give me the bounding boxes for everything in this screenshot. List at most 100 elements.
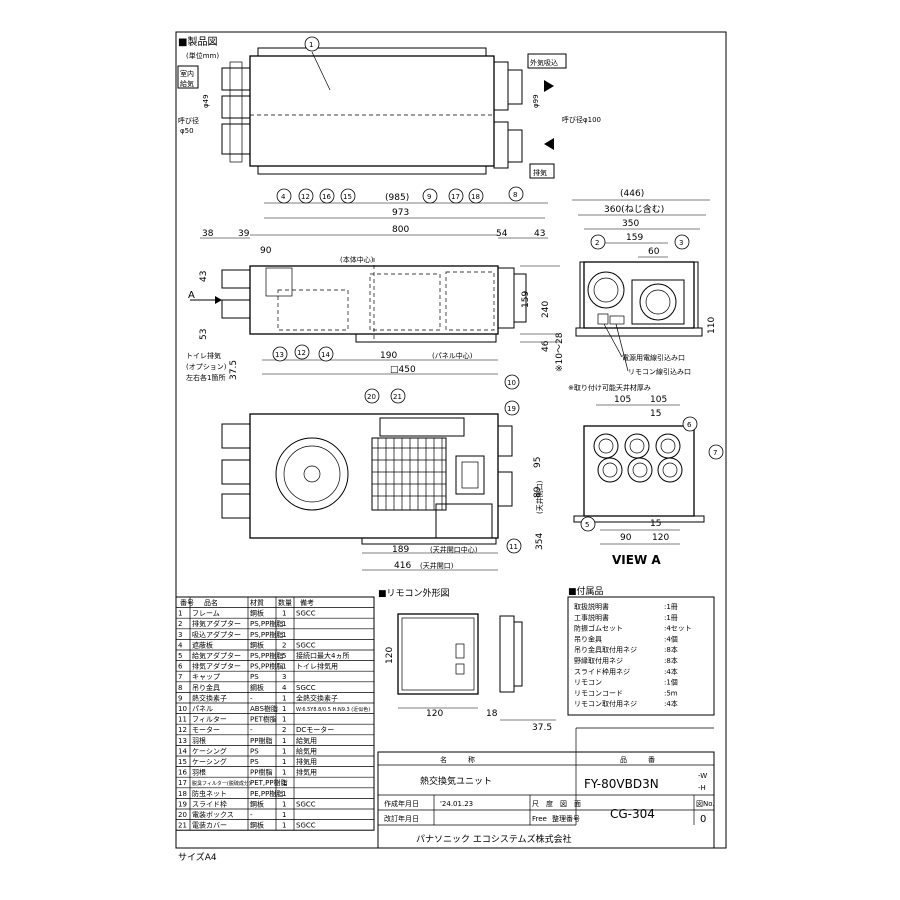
created-label: 作成年月日 — [384, 799, 419, 808]
parts-cell: PS — [250, 673, 259, 681]
dim-38: 38 — [202, 229, 214, 239]
parts-cell: 給気用 — [296, 746, 317, 755]
balloon-19: 19 — [504, 400, 520, 416]
parts-cell: 1 — [282, 800, 286, 808]
parts-cell: 4 — [178, 641, 183, 649]
parts-header-cell: 品名 — [204, 598, 218, 607]
accessory-qty: :4本 — [664, 667, 678, 676]
svg-text:12: 12 — [297, 349, 306, 357]
balloon-9: 9 — [422, 188, 438, 204]
parts-cell: 19 — [178, 800, 187, 808]
svg-text:15: 15 — [343, 193, 352, 201]
parts-cell: 鋼板 — [250, 799, 264, 808]
accessory-qty: :4本 — [664, 699, 678, 708]
bottom-view: 95 89 354 (天井開口) 189 (天井開口中心) 416 (天井開口) — [221, 413, 545, 571]
balloon-18: 18 — [468, 188, 484, 204]
drawing-frame — [175, 31, 727, 849]
parts-cell: 3 — [282, 673, 286, 681]
balloon-12a: 12 — [298, 188, 314, 204]
parts-cell: PET,PP樹脂 — [250, 778, 288, 787]
toilet-label-2: (オプション) — [186, 363, 227, 371]
dim-43-left: 43 — [199, 271, 209, 282]
top-view: 室内 給気 呼び径 φ50 φ49 外気吸込 φ99 呼び径φ100 排気 — [177, 47, 601, 179]
parts-cell: 鋼板 — [250, 821, 264, 830]
remote-outline: ■リモコン外形図 120 120 18 37.5 — [378, 587, 556, 733]
exhaust-label: 排気 — [533, 168, 547, 177]
parts-cell: 11 — [178, 716, 187, 724]
svg-text:14: 14 — [321, 351, 330, 359]
balloon-13: 13 — [272, 346, 288, 362]
dim-105-a: 105 — [614, 395, 631, 405]
parts-cell: ケーシング — [192, 757, 227, 766]
parts-cell: 3 — [178, 631, 182, 639]
dim-53: 53 — [199, 329, 209, 340]
accessory-qty: :1個 — [664, 678, 678, 687]
parts-cell: 5 — [178, 652, 182, 660]
accessory-list: 取扱説明書:1冊工事説明書:1冊防振ゴムセット:4セット吊り金具:4個吊り金具取… — [574, 602, 692, 708]
parts-cell: 排気用 — [296, 768, 317, 777]
ceiling-open-center-label: (天井開口中心) — [430, 545, 478, 554]
svg-text:10: 10 — [507, 379, 516, 387]
parts-cell: 遮蔽板 — [192, 640, 213, 649]
parts-cell: 排気用 — [296, 757, 317, 766]
parts-cell: 8 — [178, 684, 182, 692]
front-view: (985) 973 800 38 39 90 54 43 43 53 (本体中心… — [186, 193, 565, 382]
parts-header-cell: 数量 — [278, 598, 292, 607]
svg-text:5: 5 — [585, 521, 589, 529]
parts-cell: PET樹脂 — [250, 715, 277, 724]
no-value: 0 — [700, 814, 706, 825]
parts-cell: 6 — [178, 663, 183, 671]
parts-cell: 給気アダプター — [192, 651, 241, 660]
parts-cell: 9 — [178, 694, 182, 702]
accessory-item: リモコン取付用ネジ — [574, 699, 637, 708]
number-header: 品 番 — [620, 756, 655, 764]
parts-cell: ケーシング — [192, 746, 227, 755]
parts-cell: 1 — [282, 694, 286, 702]
parts-cell: - — [250, 726, 253, 734]
parts-cell: 脱臭フィルター(脱硫成分) — [192, 780, 251, 787]
parts-cell: SGCC — [296, 684, 316, 692]
dim-95: 95 — [533, 457, 543, 468]
dim-973: 973 — [392, 208, 409, 218]
parts-cell: - — [250, 811, 253, 819]
accessory-item: 野縁取付用ネジ — [574, 656, 623, 665]
no-label: 図No. — [696, 800, 715, 808]
dia-99: φ99 — [532, 94, 540, 108]
svg-text:8: 8 — [513, 191, 517, 199]
parts-cell: 15 — [178, 758, 187, 766]
body-center-label: (本体中心) — [340, 255, 374, 264]
accessory-item: リモコンコード — [574, 689, 623, 697]
parts-cell: - — [250, 694, 253, 702]
parts-cell: 1 — [178, 610, 182, 618]
model-number: FY-80VBD3N — [584, 777, 659, 791]
ceiling-open-label: (天井開口) — [420, 561, 454, 570]
indoor-supply-label-2: 給気 — [180, 79, 194, 88]
outside-intake-label: 外気吸込 — [530, 58, 558, 67]
accessory-qty: :8本 — [664, 656, 678, 665]
side-view: (446) 360(ねじ含む) 350 159 60 110 電源用電線引込み口… — [568, 189, 717, 392]
svg-text:11: 11 — [509, 543, 518, 551]
size-label: サイズA4 — [178, 851, 217, 863]
accessory-qty: :4個 — [664, 634, 678, 643]
svg-text:16: 16 — [322, 193, 331, 201]
toilet-label-1: トイレ排気 — [186, 351, 221, 360]
name-header: 名 称 — [440, 755, 475, 764]
parts-cell: PE,PP樹脂 — [250, 789, 283, 798]
svg-text:21: 21 — [393, 393, 402, 401]
parts-cell: 10 — [178, 705, 187, 713]
svg-text:18: 18 — [471, 193, 480, 201]
dim-43-right: 43 — [534, 229, 545, 239]
accessory-item: リモコン — [574, 679, 602, 687]
parts-header-cell: 材質 — [250, 598, 264, 607]
parts-cell: 1 — [282, 737, 286, 745]
dia-49: φ49 — [202, 94, 210, 108]
remote-18: 18 — [486, 709, 498, 719]
nominal-dia-label: 呼び径 — [178, 116, 199, 125]
part-balloons: 1 2 3 4 5 6 7 8 9 10 11 12 12 13 14 15 1… — [272, 36, 724, 554]
balloon-1: 1 — [304, 36, 331, 91]
svg-text:17: 17 — [451, 193, 460, 201]
parts-cell: 鋼板 — [250, 683, 264, 692]
balloon-15: 15 — [340, 188, 356, 204]
balloon-20: 20 — [364, 388, 380, 404]
